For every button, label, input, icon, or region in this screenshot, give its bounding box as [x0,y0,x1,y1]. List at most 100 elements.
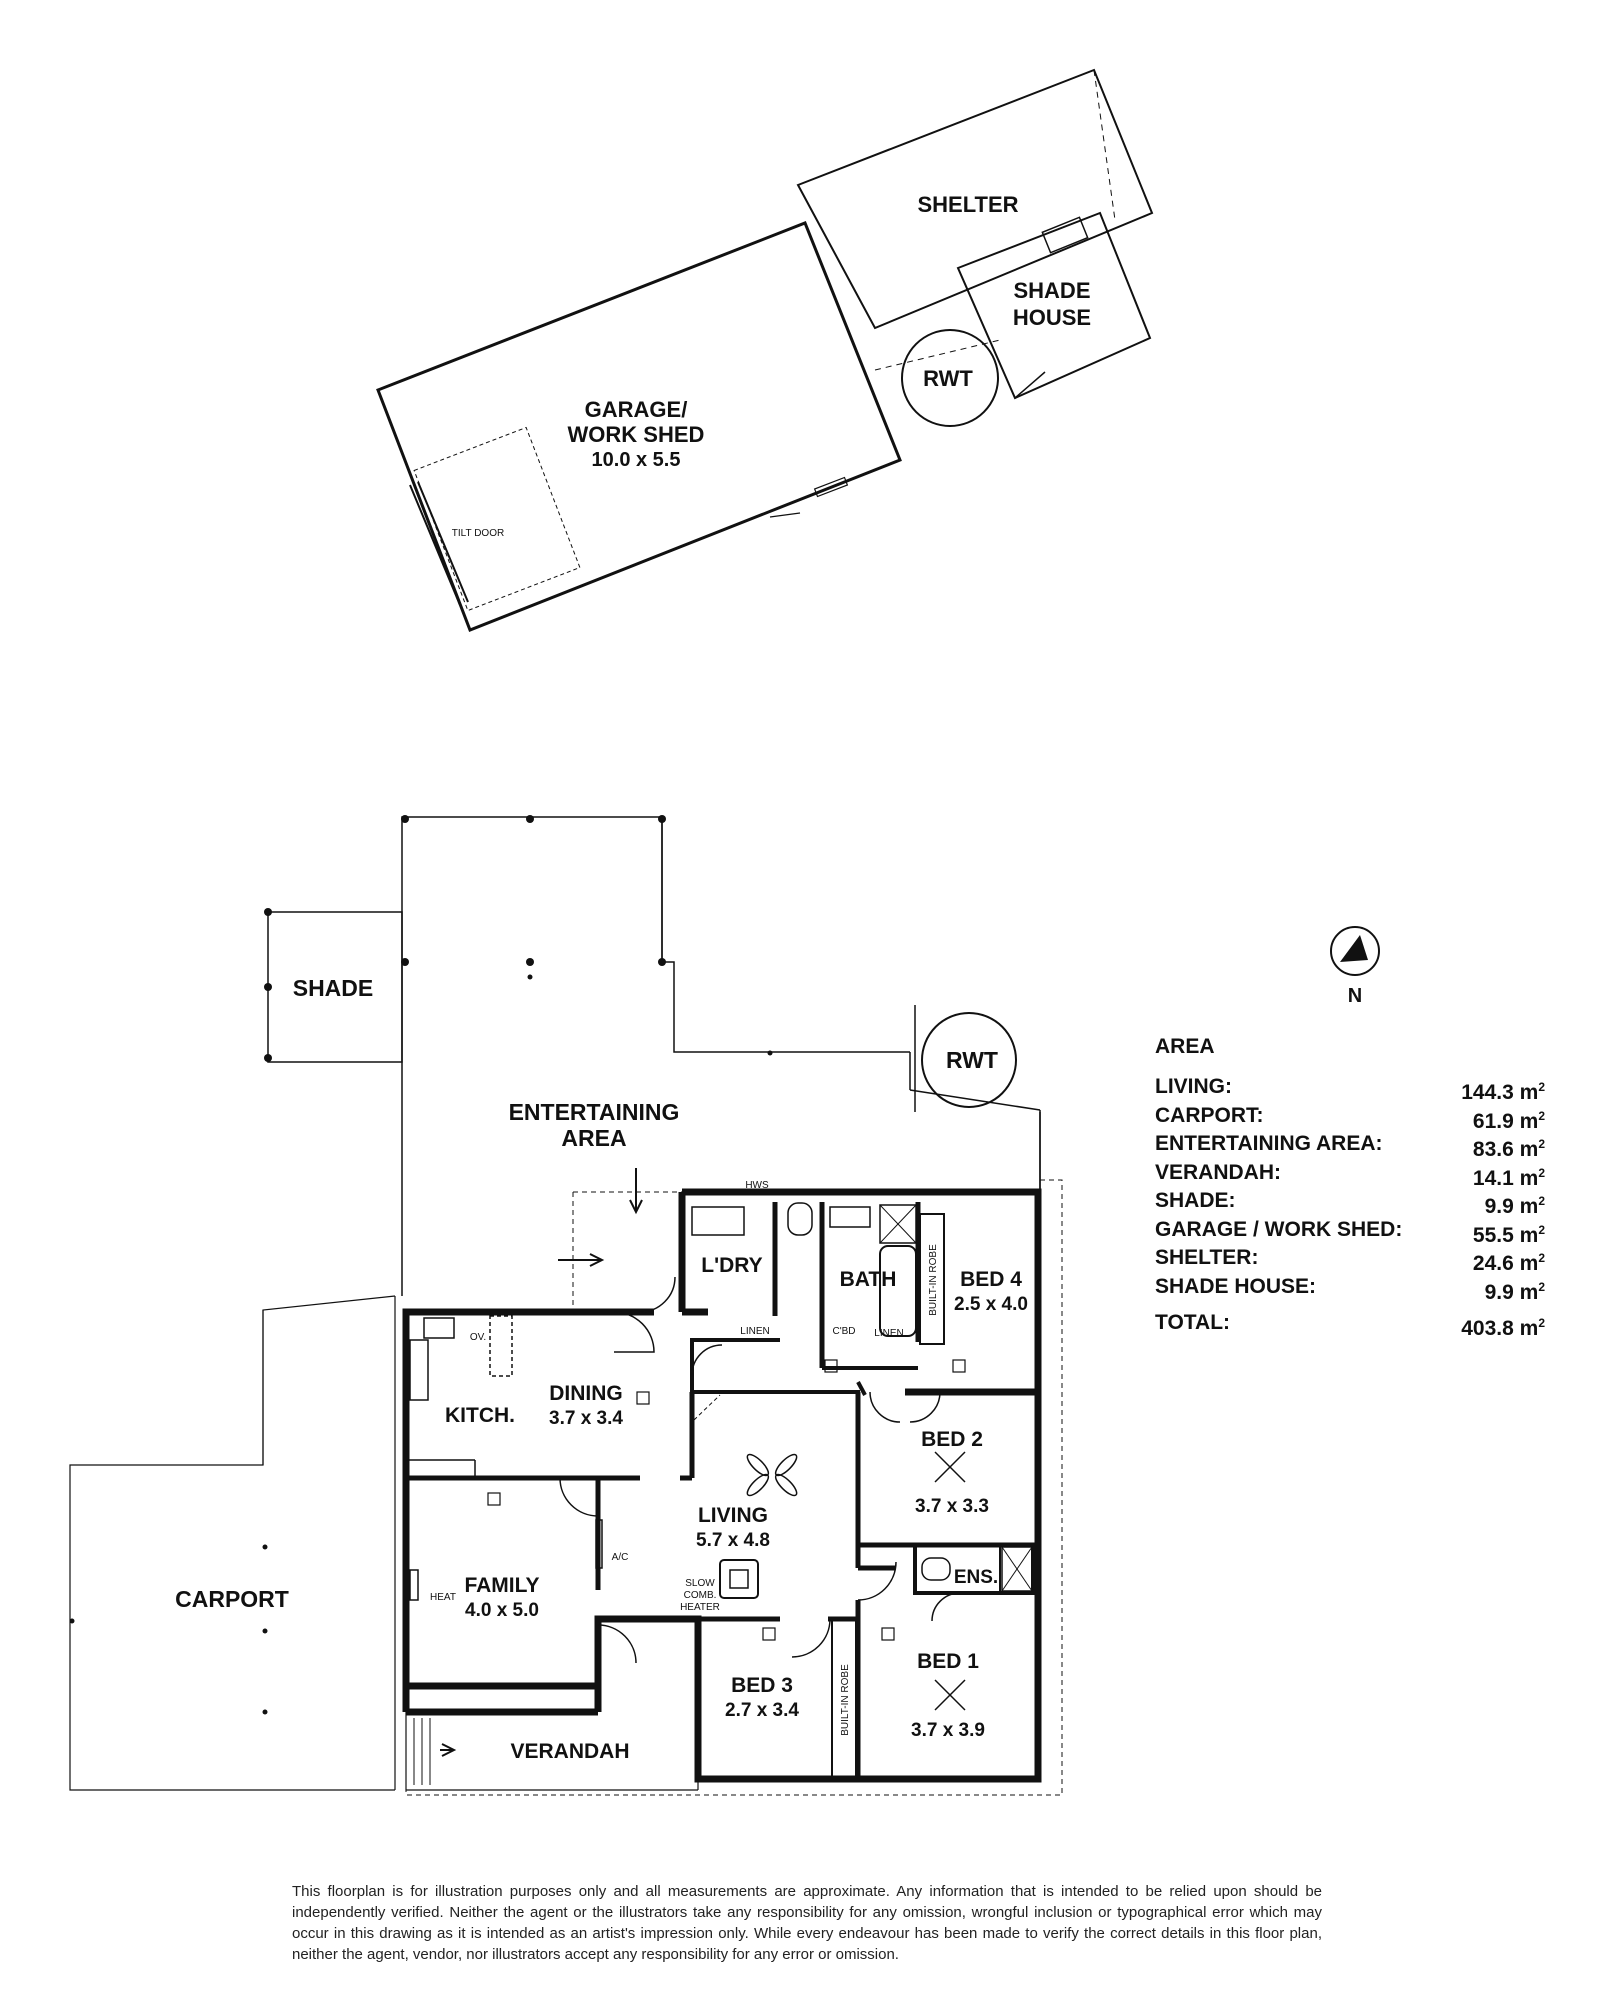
dining-label: DINING [549,1382,623,1405]
toilet-laundry [787,1202,813,1236]
tilt-door [413,426,581,612]
bed3-label: BED 3 [731,1674,793,1697]
area-row-label: SHELTER: [1155,1246,1259,1269]
shelter-label: SHELTER [917,192,1018,217]
bed4-dims: 2.5 x 4.0 [954,1294,1028,1315]
area-total-label: TOTAL: [1155,1311,1231,1334]
bath-label: BATH [840,1268,897,1291]
shelter-outline [796,68,1154,330]
heater-label-3: HEATER [680,1602,720,1613]
disclaimer-text: This floorplan is for illustration purpo… [292,1883,1322,1963]
north-label: N [1348,985,1362,1007]
garage-label-1: GARAGE/ [585,397,688,422]
laundry-tub [691,1206,745,1236]
verandah-label: VERANDAH [510,1740,629,1763]
bed3-dims: 2.7 x 3.4 [725,1700,799,1721]
robe-bed1 [831,1618,857,1780]
area-row: SHELTER: 24.6 m2 [1155,1244,1545,1275]
house-labels: SHADE RWT ENTERTAINING AREA HWS L'DRY LI… [175,975,1362,1763]
shade-house-label-1: SHADE [1013,278,1090,303]
robe-bed4 [919,1213,945,1345]
garage-label-2: WORK SHED [568,422,705,447]
family-dims: 4.0 x 5.0 [465,1600,539,1621]
built-in-robe2-label: BUILT-IN ROBE [840,1664,851,1736]
ceiling-fan-living [746,1453,798,1497]
laundry-label: L'DRY [701,1254,762,1277]
shade-house-label-2: HOUSE [1013,305,1091,330]
area-row-label: CARPORT: [1155,1103,1264,1127]
north-arrow-icon [1330,926,1380,976]
verandah-outline [405,1712,698,1791]
heat-label: HEAT [430,1592,456,1603]
ceiling-fan-bed1 [934,1679,966,1711]
carport-label: CARPORT [175,1586,289,1612]
area-total-row: TOTAL: 403.8 m2 [1155,1309,1545,1340]
outbuilding-labels: SHELTER SHADE HOUSE RWT GARAGE/ WORK SHE… [452,192,1091,539]
area-row-label: SHADE HOUSE: [1155,1274,1317,1298]
house-structure [69,815,1380,1796]
bed1-label: BED 1 [917,1650,979,1673]
hws-label: HWS [745,1180,769,1191]
area-schedule: AREA LIVING: 144.3 m2 CARPORT: 61.9 m2 E… [1155,1035,1545,1340]
bath-basin [829,1206,871,1228]
linen-label: LINEN [740,1326,769,1337]
bed4-label: BED 4 [960,1268,1022,1291]
entertaining-outline [401,816,910,1296]
area-title: AREA [1155,1035,1215,1058]
area-row-label: LIVING: [1155,1075,1232,1098]
rwt-tank-top [901,329,999,427]
rwt-tank-house [921,1012,1017,1108]
heater-label-2: COMB. [684,1590,717,1601]
garage-outline [376,221,902,632]
area-row: SHADE: 9.9 m2 [1155,1187,1545,1218]
oven-label: OV. [470,1332,486,1343]
cooktop [423,1317,455,1339]
area-row: SHADE HOUSE: 9.9 m2 [1155,1273,1545,1304]
sink-icon [1041,216,1089,254]
rwt-top-label: RWT [923,366,973,391]
ensuite-wall [913,1543,1035,1595]
linen2-label: LINEN [874,1328,903,1339]
ensuite-label: ENS. [954,1567,998,1588]
rwt-house-label: RWT [946,1047,998,1073]
outbuildings [376,68,1154,632]
shower-bath [879,1204,917,1244]
area-row-value: 14.1 m2 [1472,1165,1545,1190]
entertaining-label-2: AREA [561,1125,626,1151]
toilet-ensuite [921,1557,951,1581]
family-label: FAMILY [464,1574,539,1597]
area-row-label: GARAGE / WORK SHED: [1155,1217,1403,1241]
ac-label: A/C [612,1552,629,1563]
area-row-label: VERANDAH: [1155,1160,1281,1184]
area-total-value: 403.8 m2 [1461,1316,1545,1340]
kitchen-sink [409,1339,429,1401]
slow-combustion-heater [719,1559,759,1599]
bed2-dims: 3.7 x 3.3 [915,1496,989,1517]
area-row-value: 55.5 m2 [1472,1222,1545,1247]
area-row-value: 24.6 m2 [1472,1251,1545,1275]
area-row-value: 9.9 m2 [1484,1279,1545,1304]
bed1-dims: 3.7 x 3.9 [911,1720,985,1741]
shade-label: SHADE [293,975,374,1001]
living-label: LIVING [698,1504,768,1527]
kitchen-label: KITCH. [445,1404,515,1427]
carport-outline [69,1295,396,1791]
area-row: CARPORT: 61.9 m2 [1155,1102,1545,1133]
ceiling-fan-bed2 [934,1451,966,1483]
heat-unit [409,1569,419,1601]
bed2-label: BED 2 [921,1428,983,1451]
area-row-value: 144.3 m2 [1461,1080,1545,1104]
tilt-door-label: TILT DOOR [452,528,504,539]
area-row-label: SHADE: [1155,1189,1236,1212]
area-row-value: 83.6 m2 [1472,1137,1545,1161]
dining-dims: 3.7 x 3.4 [549,1408,623,1429]
area-row: ENTERTAINING AREA: 83.6 m2 [1155,1130,1545,1161]
heater-label-1: SLOW [685,1578,715,1589]
area-row-label: ENTERTAINING AREA: [1155,1132,1383,1155]
area-row: GARAGE / WORK SHED: 55.5 m2 [1155,1216,1545,1247]
living-dims: 5.7 x 4.8 [696,1530,770,1551]
area-row: VERANDAH: 14.1 m2 [1155,1159,1545,1190]
built-in-robe-label: BUILT-IN ROBE [928,1244,939,1316]
garage-dims: 10.0 x 5.5 [592,449,681,471]
